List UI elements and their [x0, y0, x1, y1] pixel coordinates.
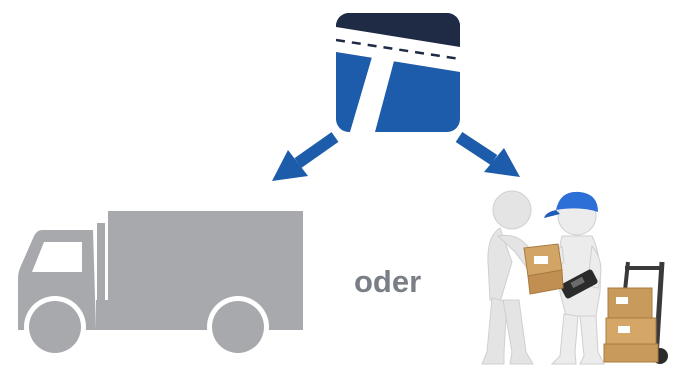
courier-figure-icon: [541, 191, 605, 365]
courier-delivery-icon: [481, 190, 668, 365]
package-boxes-icon: [603, 287, 659, 363]
handover-box-icon: [523, 243, 564, 295]
truck-icon: [18, 211, 303, 358]
arrow-down-right-icon: [455, 131, 520, 177]
cap-icon: [556, 191, 598, 212]
scanner-icon: [560, 269, 598, 299]
arrow-down-left-icon: [272, 132, 339, 181]
road-logo-icon: [336, 13, 460, 132]
separator-text: oder: [354, 264, 422, 299]
